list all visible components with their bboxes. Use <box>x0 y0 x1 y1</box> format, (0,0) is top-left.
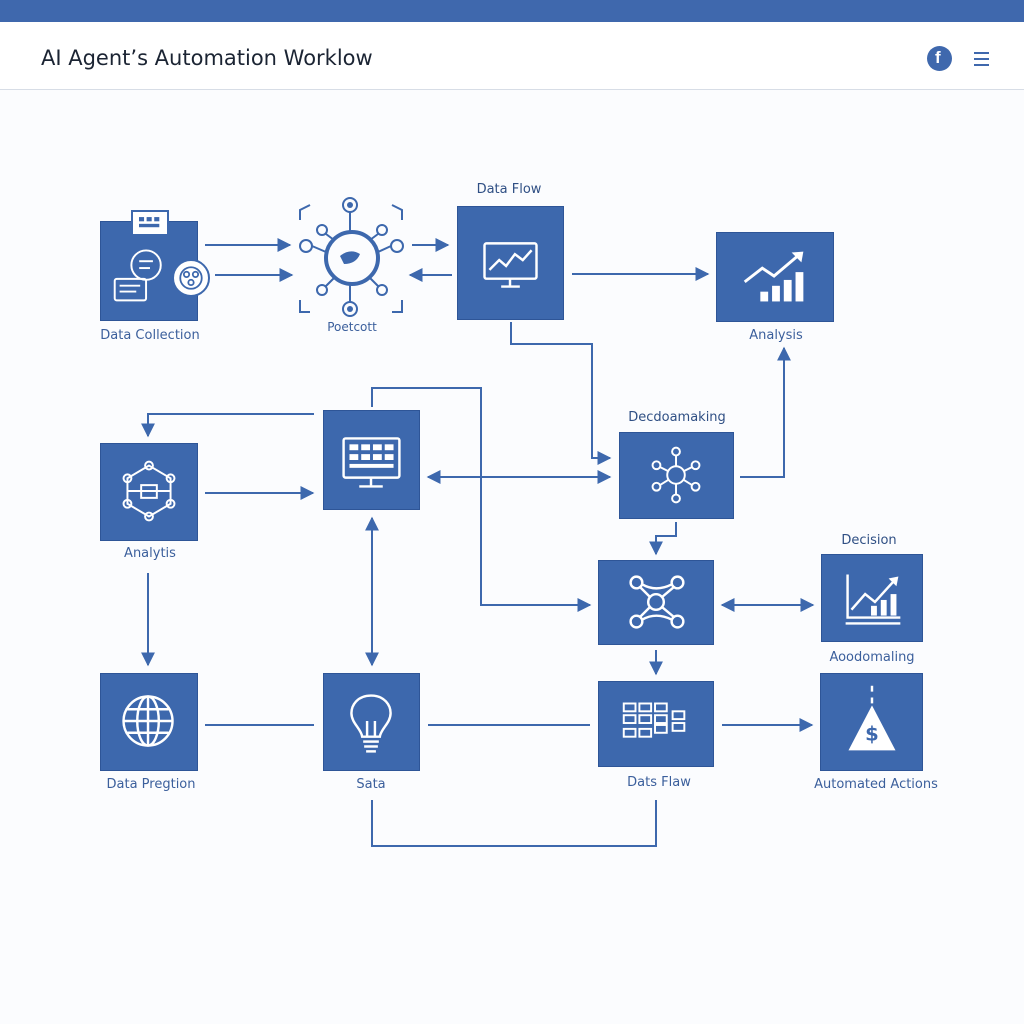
node-analysis-top[interactable] <box>716 232 834 322</box>
svg-text:$: $ <box>865 723 879 746</box>
grid-table-icon <box>622 702 686 738</box>
bar-chart-growth-icon <box>743 251 804 302</box>
node-automated-actions[interactable]: $ <box>820 673 923 771</box>
label-data-flow-bottom: Dats Flaw <box>627 775 691 790</box>
chart-trend-icon <box>845 574 901 625</box>
facebook-icon[interactable]: f <box>927 46 952 71</box>
monitor-chart-icon <box>483 242 538 288</box>
label-data-collection: Data Collection <box>100 328 200 343</box>
connector-monitor-to-hub <box>371 387 592 612</box>
node-processing-hub[interactable] <box>598 560 714 645</box>
dollar-triangle-icon: $ <box>848 685 896 751</box>
network-nodes-icon <box>651 446 701 504</box>
connector-decision-making-to-hub <box>649 522 677 556</box>
connector-dataflow-to-decision-making <box>510 322 612 465</box>
hamburger-menu-icon[interactable] <box>972 52 992 68</box>
chat-bubble-icon <box>131 210 169 236</box>
node-data-flow-top[interactable] <box>457 206 564 320</box>
node-decision-making[interactable] <box>619 432 734 519</box>
label-poetcott: Poetcott <box>327 320 377 334</box>
label-automated-actions: Automated Actions <box>814 777 938 792</box>
connector-sata-to-grid-bottom <box>371 800 657 847</box>
node-data-flow-bottom[interactable] <box>598 681 714 767</box>
label-sata: Sata <box>356 777 386 792</box>
connector-decision-making-to-analysis <box>740 346 791 478</box>
hub-network-icon <box>629 575 685 629</box>
network-circle-icon <box>172 259 210 297</box>
label-decision: Decision <box>841 533 897 548</box>
globe-icon <box>122 695 174 747</box>
page-header: AI Agent’s Automation Worklow f <box>0 22 1024 90</box>
label-decision-making: Decdoamaking <box>628 410 726 425</box>
node-monitor-dashboard[interactable] <box>323 410 420 510</box>
network-hexagon-icon <box>122 460 176 522</box>
label-analytis: Analytis <box>124 546 176 561</box>
top-accent-bar <box>0 0 1024 22</box>
node-analytis[interactable] <box>100 443 198 541</box>
page-title: AI Agent’s Automation Worklow <box>41 46 373 70</box>
connector-monitor-to-analytis <box>141 413 314 438</box>
lightbulb-icon <box>350 694 392 753</box>
node-sata[interactable] <box>323 673 420 771</box>
label-analysis-top: Analysis <box>749 328 803 343</box>
monitor-grid-icon <box>342 437 401 488</box>
node-decision[interactable] <box>821 554 923 642</box>
node-data-pregtion[interactable] <box>100 673 198 771</box>
label-automating: Aoodomaling <box>829 650 915 665</box>
label-data-pregtion: Data Pregtion <box>106 777 196 792</box>
label-data-flow-top: Data Flow <box>476 182 542 197</box>
